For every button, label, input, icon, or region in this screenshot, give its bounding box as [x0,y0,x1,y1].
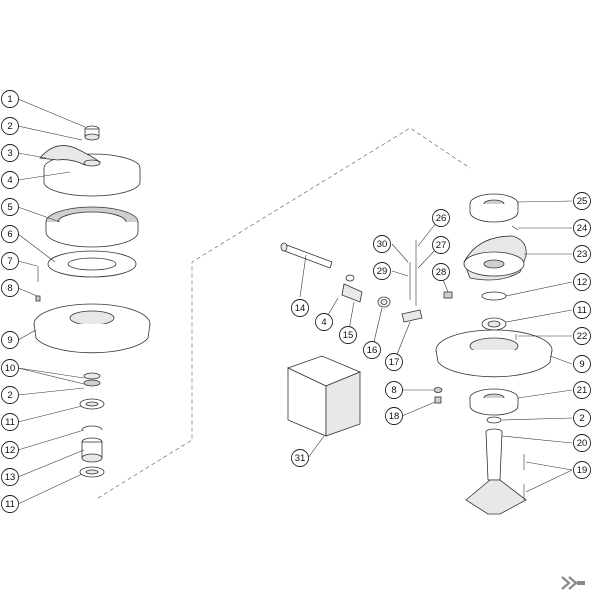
callout-9: 9 [1,331,19,349]
callout-12: 12 [573,273,591,291]
callout-18: 18 [385,407,403,425]
callout-label: 31 [295,453,306,464]
callout-22: 22 [573,327,591,345]
callout-10: 10 [1,359,19,377]
callout-label: 27 [436,240,447,251]
callout-1: 1 [1,90,19,108]
callout-label: 25 [577,196,588,207]
callout-label: 4 [7,175,12,186]
callout-4: 4 [1,171,19,189]
brand-logo-icon [561,576,585,590]
assembly-connector-line [97,127,471,499]
callout-13: 13 [1,468,19,486]
callout-label: 23 [577,249,588,260]
callout-25: 25 [573,192,591,210]
callout-label: 5 [7,202,12,213]
right-callouts: 25 24 23 12 11 22 9 21 2 20 19 [573,192,591,479]
callout-label: 12 [5,445,16,456]
right-leader-lines [501,200,573,493]
callout-label: 11 [5,499,15,510]
callout-16: 16 [363,341,381,359]
middle-callouts: 26 30 27 29 28 14 4 15 16 17 8 18 31 [291,209,450,467]
callout-label: 30 [377,239,388,250]
callout-label: 9 [7,335,12,346]
callout-label: 14 [295,303,306,314]
callout-label: 22 [577,331,588,342]
left-assembly [33,125,151,478]
callout-label: 6 [7,229,12,240]
callout-label: 15 [343,330,354,341]
callout-28: 28 [432,263,450,281]
callout-label: 4 [321,317,326,328]
callout-3: 3 [1,144,19,162]
callout-label: 21 [577,385,588,396]
callout-11: 11 [573,301,591,319]
callout-31: 31 [291,449,309,467]
callout-label: 24 [577,223,588,234]
callout-8: 8 [385,381,403,399]
callout-30: 30 [373,235,391,253]
callout-27: 27 [432,236,450,254]
callout-23: 23 [573,245,591,263]
callout-9: 9 [573,355,591,373]
callout-label: 1 [7,94,12,105]
callout-label: 12 [577,277,588,288]
callout-12: 12 [1,441,19,459]
middle-leader-lines [299,217,449,459]
callout-19: 19 [573,461,591,479]
callout-label: 19 [577,465,588,476]
callout-label: 3 [7,148,12,159]
callout-label: 20 [577,438,588,449]
callout-label: 11 [5,417,15,428]
callout-label: 26 [436,213,447,224]
callout-label: 7 [7,256,12,267]
callout-15: 15 [339,326,357,344]
callout-label: 2 [7,121,12,132]
callout-11: 11 [1,495,19,513]
callout-label: 2 [7,390,12,401]
callout-21: 21 [573,381,591,399]
callout-label: 10 [5,363,16,374]
callout-label: 8 [7,283,12,294]
callout-29: 29 [373,262,391,280]
callout-label: 2 [579,413,584,424]
callout-label: 28 [436,267,447,278]
callout-label: 17 [389,357,400,368]
callout-5: 5 [1,198,19,216]
callout-label: 9 [579,359,584,370]
callout-2: 2 [1,386,19,404]
right-assembly [435,193,553,515]
callout-label: 16 [367,345,378,356]
callout-24: 24 [573,219,591,237]
callout-4: 4 [315,313,333,331]
callout-2: 2 [573,409,591,427]
callout-11: 11 [1,413,19,431]
middle-assembly [280,240,453,437]
callout-20: 20 [573,434,591,452]
callout-14: 14 [291,299,309,317]
callout-8: 8 [1,279,19,297]
callout-26: 26 [432,209,450,227]
callout-label: 29 [377,266,388,277]
callout-2: 2 [1,117,19,135]
callout-6: 6 [1,225,19,243]
callout-7: 7 [1,252,19,270]
callout-label: 18 [389,411,400,422]
callout-label: 13 [5,472,16,483]
callout-17: 17 [385,353,403,371]
callout-label: 8 [391,385,396,396]
callout-label: 11 [577,305,587,316]
left-leader-lines [17,98,86,505]
